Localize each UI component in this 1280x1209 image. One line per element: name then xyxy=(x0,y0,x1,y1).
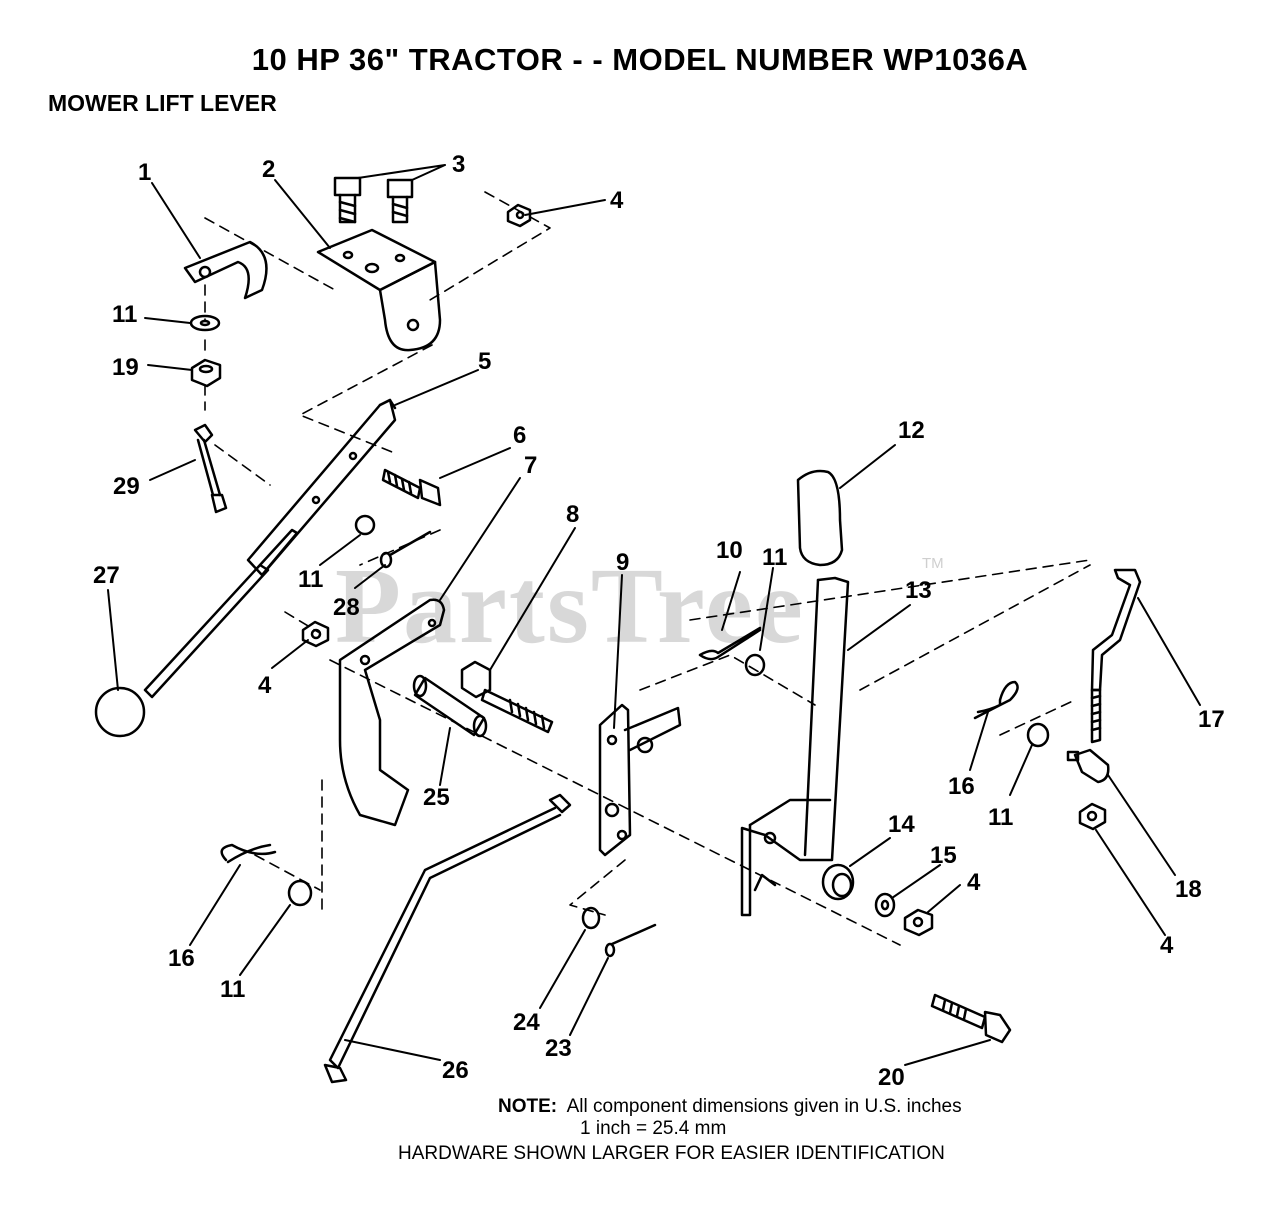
callout-6: 6 xyxy=(513,422,526,449)
callout-16: 16 xyxy=(948,773,975,800)
part-15-washer xyxy=(874,892,896,918)
part-17-rod xyxy=(1090,568,1142,744)
part-26-link-rod xyxy=(323,793,572,1084)
callout-11: 11 xyxy=(112,301,137,328)
note-line-1: NOTE: All component dimensions given in … xyxy=(498,1096,962,1117)
assembly-guide-lines xyxy=(204,191,1091,946)
part-18-ferrule xyxy=(1066,748,1110,784)
callout-4: 4 xyxy=(967,869,981,896)
part-4-nut-right xyxy=(903,908,934,937)
part-4-nut-far-right xyxy=(1078,802,1107,831)
part-16-hairpin-left xyxy=(220,843,277,864)
callout-labels: 1 2 3 4 11 19 5 6 7 29 12 8 10 11 9 27 1… xyxy=(93,151,1225,1091)
callout-10: 10 xyxy=(716,537,743,564)
part-9-pivot-plate xyxy=(598,703,682,857)
callout-3: 3 xyxy=(452,151,465,178)
callout-28: 28 xyxy=(333,594,360,621)
part-8-bolt xyxy=(460,660,554,734)
note-label: NOTE: xyxy=(498,1096,558,1117)
part-4-nut-top xyxy=(506,203,532,228)
part-7-plate xyxy=(338,598,446,827)
callout-26: 26 xyxy=(442,1057,469,1084)
part-23-pin xyxy=(604,923,657,958)
callout-20: 20 xyxy=(878,1064,905,1091)
part-13-lever xyxy=(740,576,850,917)
callout-25: 25 xyxy=(423,784,450,811)
part-20-bolt xyxy=(930,993,1012,1044)
part-12-grip xyxy=(796,469,844,567)
callout-18: 18 xyxy=(1175,876,1202,903)
part-11-washer-d xyxy=(1026,722,1050,748)
part-2-bracket xyxy=(316,228,442,352)
callout-1: 1 xyxy=(138,159,151,186)
watermark: PartsTree xyxy=(335,547,805,666)
callout-7: 7 xyxy=(524,452,537,479)
callout-15: 15 xyxy=(930,842,957,869)
note-text: All component dimensions given in U.S. i… xyxy=(566,1096,962,1117)
callout-4: 4 xyxy=(610,187,624,214)
callout-9: 9 xyxy=(616,549,629,576)
callout-29: 29 xyxy=(113,473,140,500)
part-27-knob-rod xyxy=(94,528,299,738)
part-4-nut-mid xyxy=(301,620,330,648)
callout-27: 27 xyxy=(93,562,120,589)
callout-19: 19 xyxy=(112,354,139,381)
callout-16: 16 xyxy=(168,945,195,972)
callout-4: 4 xyxy=(258,672,272,699)
callout-leader-lines xyxy=(107,164,1201,1066)
callout-5: 5 xyxy=(478,348,491,375)
section-title: MOWER LIFT LEVER xyxy=(48,90,277,116)
note-line-3: HARDWARE SHOWN LARGER FOR EASIER IDENTIF… xyxy=(398,1143,945,1164)
callout-24: 24 xyxy=(513,1009,540,1036)
part-1-clip xyxy=(183,240,268,300)
callout-12: 12 xyxy=(898,417,925,444)
callout-17: 17 xyxy=(1198,706,1225,733)
part-16-hairpin-right xyxy=(973,680,1019,720)
callout-11: 11 xyxy=(762,544,787,571)
part-11-washer-e xyxy=(287,879,313,907)
part-28-pin xyxy=(379,530,432,569)
part-11-washer-c xyxy=(744,653,766,677)
callout-4: 4 xyxy=(1160,932,1174,959)
callout-11: 11 xyxy=(298,566,323,593)
part-3-bolts xyxy=(333,176,414,224)
callout-23: 23 xyxy=(545,1035,572,1062)
part-19-nut xyxy=(190,358,222,388)
part-6-bolt xyxy=(381,468,442,507)
part-29-link xyxy=(193,423,228,514)
watermark-trademark: TM xyxy=(922,555,944,572)
part-25-spacer xyxy=(412,674,488,738)
part-11-washer-b xyxy=(354,514,376,536)
callout-11: 11 xyxy=(988,804,1013,831)
callout-11: 11 xyxy=(220,976,245,1003)
note-line-2: 1 inch = 25.4 mm xyxy=(580,1118,727,1139)
diagram-title: 10 HP 36" TRACTOR - - MODEL NUMBER WP103… xyxy=(251,42,1029,77)
part-24-washer xyxy=(581,906,601,930)
part-5-lift-link xyxy=(246,398,397,577)
callout-2: 2 xyxy=(262,156,275,183)
part-10-cotter-pin xyxy=(698,626,762,661)
part-11-washer-a xyxy=(189,314,221,332)
callout-13: 13 xyxy=(905,577,932,604)
callout-14: 14 xyxy=(888,811,915,838)
callout-8: 8 xyxy=(566,501,579,528)
part-14-bushing xyxy=(821,863,855,901)
